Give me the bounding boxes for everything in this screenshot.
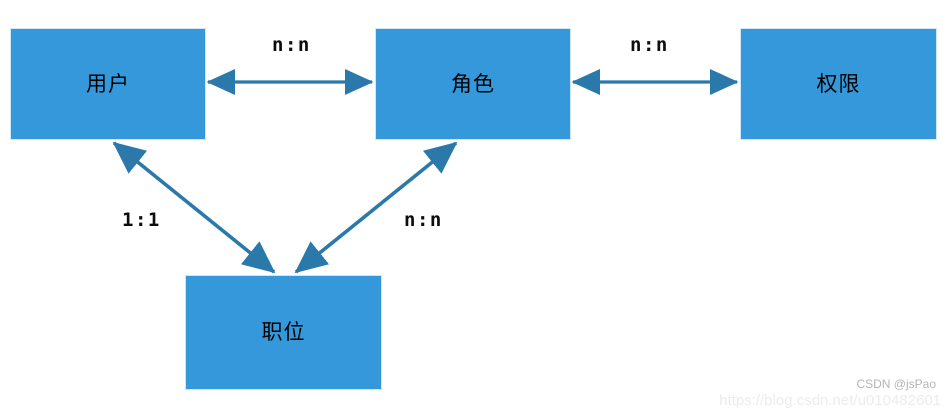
entity-box-user[interactable]: 用户 xyxy=(10,28,206,140)
watermark-credit: CSDN @jsPao xyxy=(856,377,936,391)
watermark-url: https://blog.csdn.net/u010482601 xyxy=(719,392,941,409)
entity-box-role[interactable]: 角色 xyxy=(375,28,571,140)
edge-label-role-position: n:n xyxy=(404,209,443,231)
entity-label-user: 用户 xyxy=(86,71,130,96)
edge-label-role-permission: n:n xyxy=(630,34,669,56)
entity-label-position: 职位 xyxy=(261,320,306,344)
entity-box-position[interactable]: 职位 xyxy=(185,275,382,390)
entity-label-role: 角色 xyxy=(451,71,495,96)
entity-box-permission[interactable]: 权限 xyxy=(740,28,937,140)
edge-label-user-role: n:n xyxy=(272,34,311,56)
entity-label-permission: 权限 xyxy=(816,71,861,96)
edge-user-position xyxy=(112,141,276,274)
edge-label-user-position: 1:1 xyxy=(122,209,161,231)
edge-role-position xyxy=(294,141,458,274)
